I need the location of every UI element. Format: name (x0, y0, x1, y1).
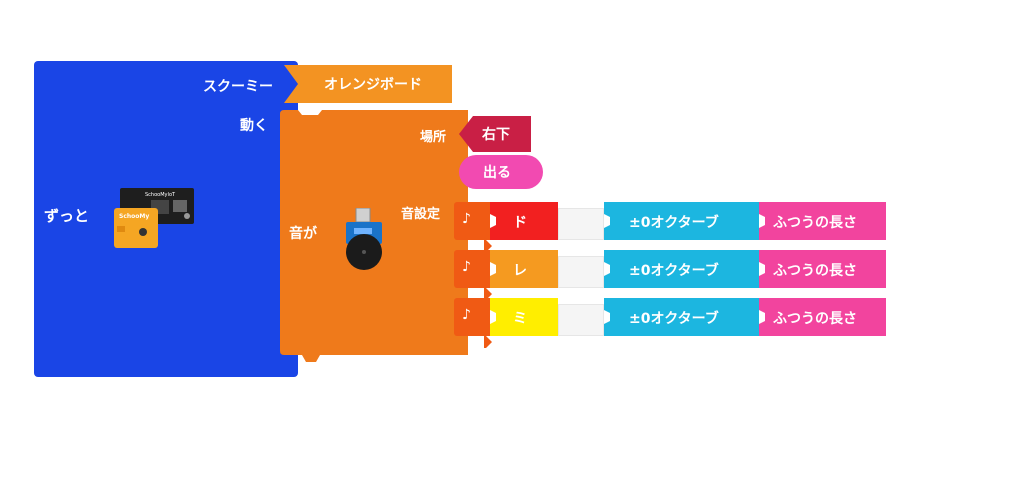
move-label: 動く (240, 118, 268, 134)
place-label: 場所 (420, 130, 447, 145)
note-dropdown[interactable]: レ (454, 250, 558, 292)
octave-dropdown[interactable] (604, 250, 759, 288)
note-name-label: ミ (513, 311, 527, 327)
buzzer-label: 音が (289, 226, 317, 242)
buzzer-icon (342, 207, 386, 274)
length-label: ふつうの長さ (773, 263, 857, 279)
note-empty-slot[interactable] (558, 304, 604, 336)
octave-label: ±0オクターブ (629, 215, 719, 231)
octave-dropdown[interactable] (604, 202, 759, 240)
octave-label: ±0オクターブ (629, 263, 719, 279)
note-row[interactable]: ♪ ド ±0オクターブ ふつうの長さ (454, 202, 886, 252)
schoomy-board-icon: SchooMyIoT SchooMy (113, 186, 195, 250)
length-label: ふつうの長さ (773, 215, 857, 231)
place-dropdown-value: 右下 (482, 127, 510, 143)
note-dropdown[interactable]: ド (454, 202, 558, 244)
note-dropdown[interactable]: ミ (454, 298, 558, 340)
note-tail (484, 250, 492, 304)
board-text: SchooMyIoT (145, 192, 176, 198)
length-dropdown[interactable] (759, 250, 886, 288)
music-note-icon: ♪ (462, 307, 471, 323)
note-name-label: ド (513, 215, 527, 231)
note-name-label: レ (513, 263, 527, 279)
note-tail (484, 298, 492, 352)
board-dropdown[interactable] (284, 65, 452, 107)
forever-label: ずっと (44, 207, 90, 225)
length-dropdown[interactable] (759, 202, 886, 240)
octave-dropdown[interactable] (604, 298, 759, 336)
note-empty-slot[interactable] (558, 256, 604, 288)
place-dropdown[interactable] (459, 116, 531, 152)
note-row[interactable]: ♪ ミ ±0オクターブ ふつうの長さ (454, 298, 886, 348)
length-dropdown[interactable] (759, 298, 886, 336)
out-pill[interactable] (459, 155, 543, 189)
board-dropdown-label: オレンジボード (324, 77, 422, 93)
note-empty-slot[interactable] (558, 208, 604, 240)
badge-text: SchooMy (119, 213, 149, 220)
length-label: ふつうの長さ (773, 311, 857, 327)
out-label: 出る (483, 165, 511, 181)
note-tail (484, 202, 492, 256)
octave-label: ±0オクターブ (629, 311, 719, 327)
note-row[interactable]: ♪ レ ±0オクターブ ふつうの長さ (454, 250, 886, 300)
sound-setting-label: 音設定 (401, 207, 441, 222)
schoomy-label: スクーミー (203, 79, 273, 95)
music-note-icon: ♪ (462, 211, 471, 227)
music-note-icon: ♪ (462, 259, 471, 275)
